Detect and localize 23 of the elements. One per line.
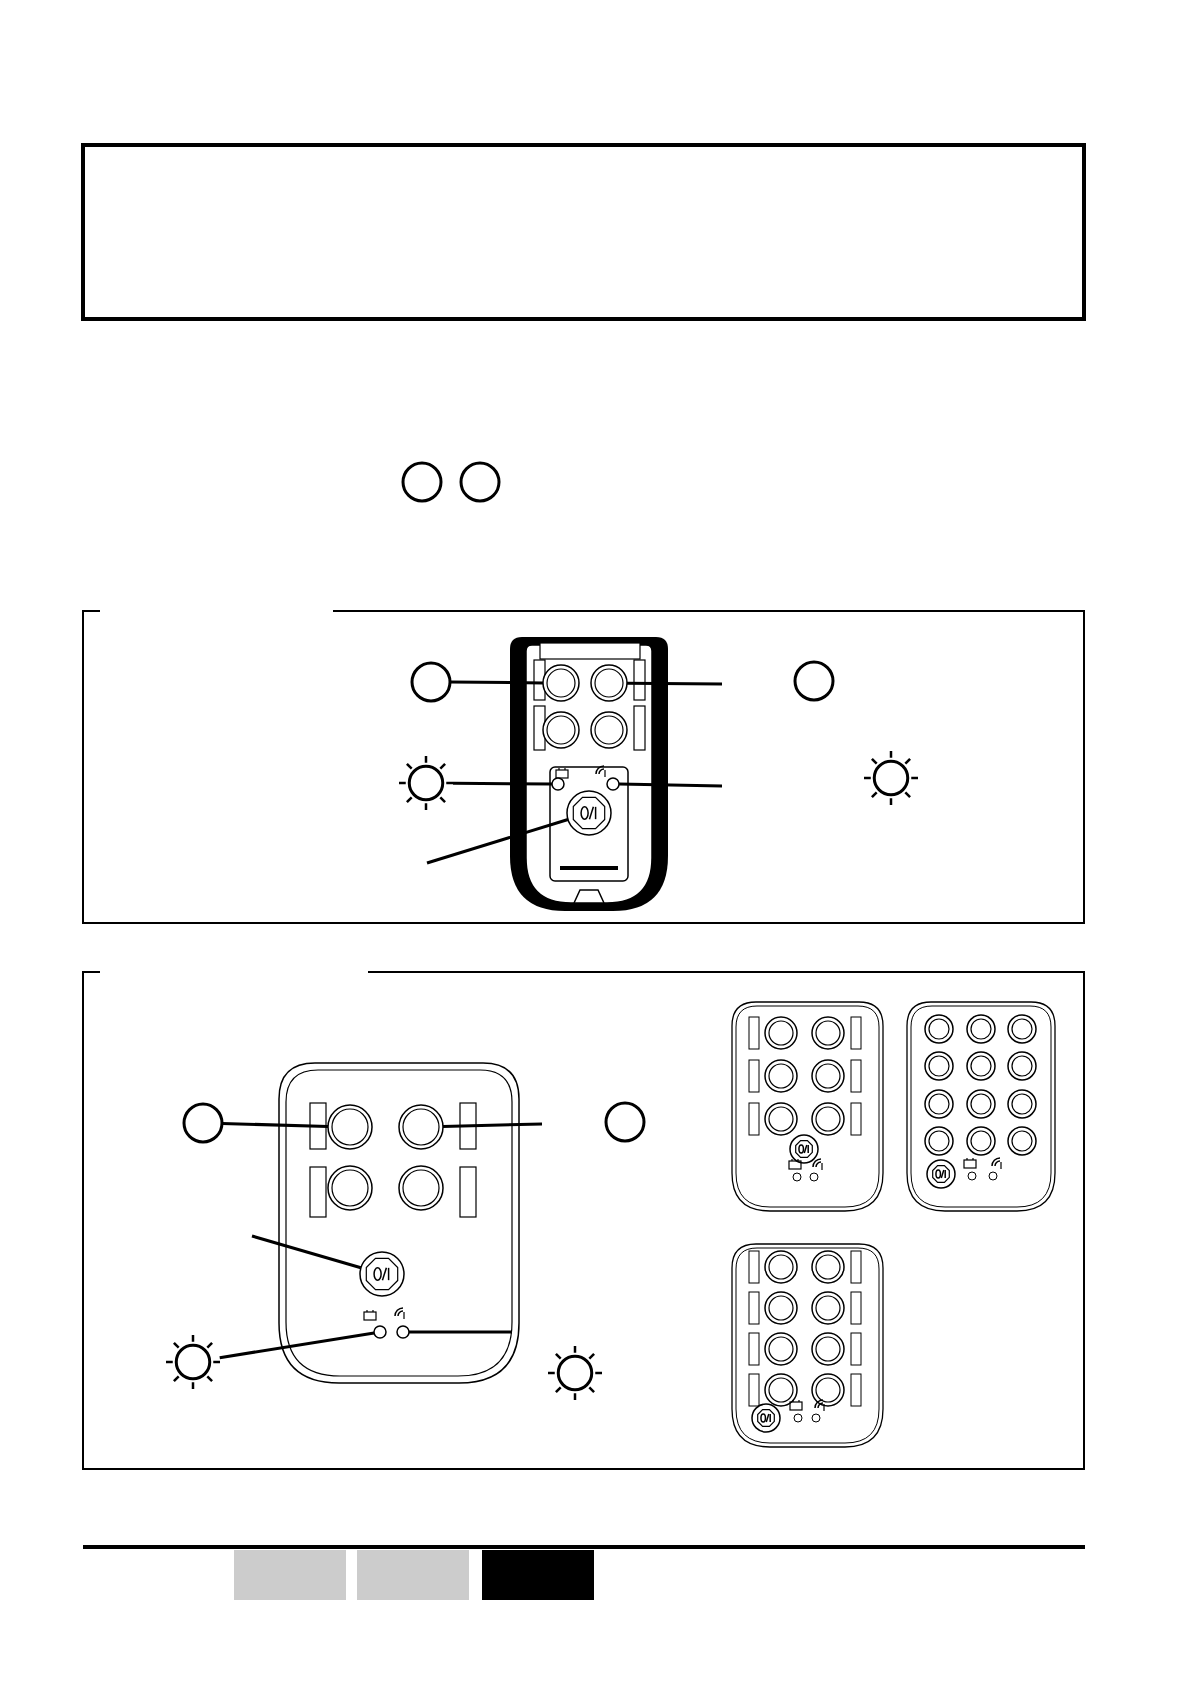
leader-line [442,1122,543,1128]
callout-circle [410,661,452,703]
indicator-light [550,776,566,792]
indicator-light [605,776,621,792]
power-button [358,1250,406,1298]
remote-button [326,1103,374,1151]
remote-button [589,663,629,703]
indicator-light [395,1324,411,1340]
leader-line [221,1122,329,1128]
leader-line [409,1330,512,1334]
leader-line [450,680,543,685]
leader-line [453,781,552,786]
remote-button [541,663,581,703]
remote-button [397,1103,445,1151]
callout-circle [182,1102,224,1144]
lit-lamp-icon [397,754,455,812]
lit-lamp-icon [164,1333,222,1391]
leader-line [426,818,569,865]
leader-line [251,1234,362,1270]
leader-line [627,681,722,686]
leader-line [219,1331,375,1360]
indicator-light [372,1324,388,1340]
power-button [565,789,613,837]
